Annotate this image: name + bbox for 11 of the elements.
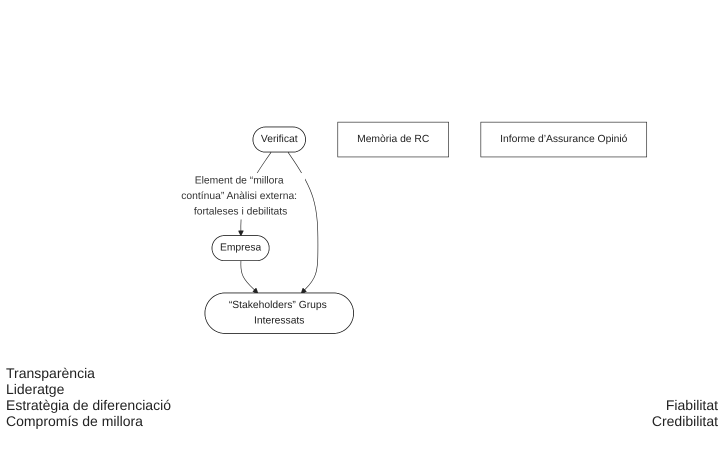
arrow (240, 260, 258, 294)
side-note: Credibilitat (652, 413, 718, 429)
arrow (288, 152, 318, 294)
side-note: Fiabilitat (666, 397, 718, 413)
side-note: Transparència (6, 365, 96, 381)
side-note: Estratègia de diferenciació (6, 397, 171, 413)
node-box: Memòria de RC (337, 122, 449, 157)
side-note: Compromís de millora (6, 413, 144, 429)
node-box: Informe d’Assurance Opinió (480, 122, 648, 157)
edge-label: Element de “millora contínua” Anàlisi externa: fortaleses i debilitats (181, 174, 298, 217)
side-note: Lideratge (6, 381, 66, 397)
